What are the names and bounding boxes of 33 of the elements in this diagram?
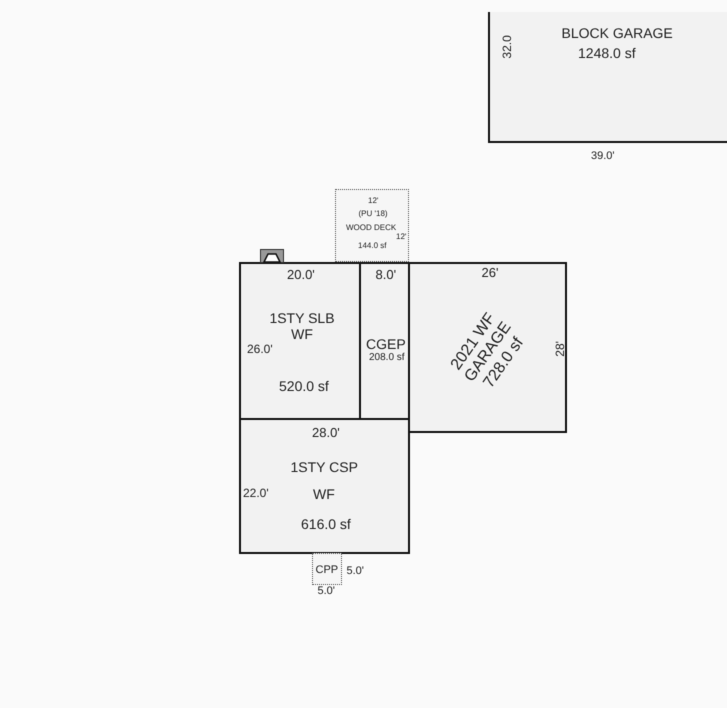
dimension-label: 32.0 xyxy=(500,35,514,59)
room-label: WF xyxy=(313,486,335,502)
note-label: (PU '18) xyxy=(358,208,388,218)
dimension-label: 12' xyxy=(368,196,378,205)
room-outline xyxy=(359,262,410,420)
area-label: 1248.0 sf xyxy=(578,45,636,62)
dimension-label: 8.0' xyxy=(376,268,396,282)
dimension-label: 12' xyxy=(396,232,406,241)
dimension-label: 26' xyxy=(482,266,498,280)
dimension-label: 5.0' xyxy=(318,584,335,598)
room-outline xyxy=(488,12,727,143)
area-label: 520.0 sf xyxy=(279,378,329,394)
room-label: CGEP xyxy=(366,336,406,352)
area-label: 616.0 sf xyxy=(301,516,351,532)
room-outline xyxy=(239,262,361,420)
dimension-label: 22.0' xyxy=(243,487,269,501)
dotted-outline-area xyxy=(335,189,409,262)
dimension-label: 28' xyxy=(554,341,568,357)
room-label: CPP xyxy=(316,564,338,576)
room-label: WOOD DECK xyxy=(346,222,396,232)
room-outline xyxy=(408,262,567,433)
room-label: 1STY CSP xyxy=(290,459,358,476)
room-outline xyxy=(239,418,410,554)
area-label: 208.0 sf xyxy=(369,352,405,364)
room-label: 1STY SLB WF xyxy=(268,310,336,342)
room-label: BLOCK GARAGE xyxy=(562,25,673,42)
area-label: 144.0 sf xyxy=(358,240,386,250)
dimension-label: 39.0' xyxy=(591,150,615,162)
dimension-label: 26.0' xyxy=(247,343,273,357)
dotted-outline-area xyxy=(312,553,342,585)
dimension-label: 5.0' xyxy=(346,564,364,578)
dimension-label: 20.0' xyxy=(287,268,315,282)
dimension-label: 28.0' xyxy=(312,426,340,440)
